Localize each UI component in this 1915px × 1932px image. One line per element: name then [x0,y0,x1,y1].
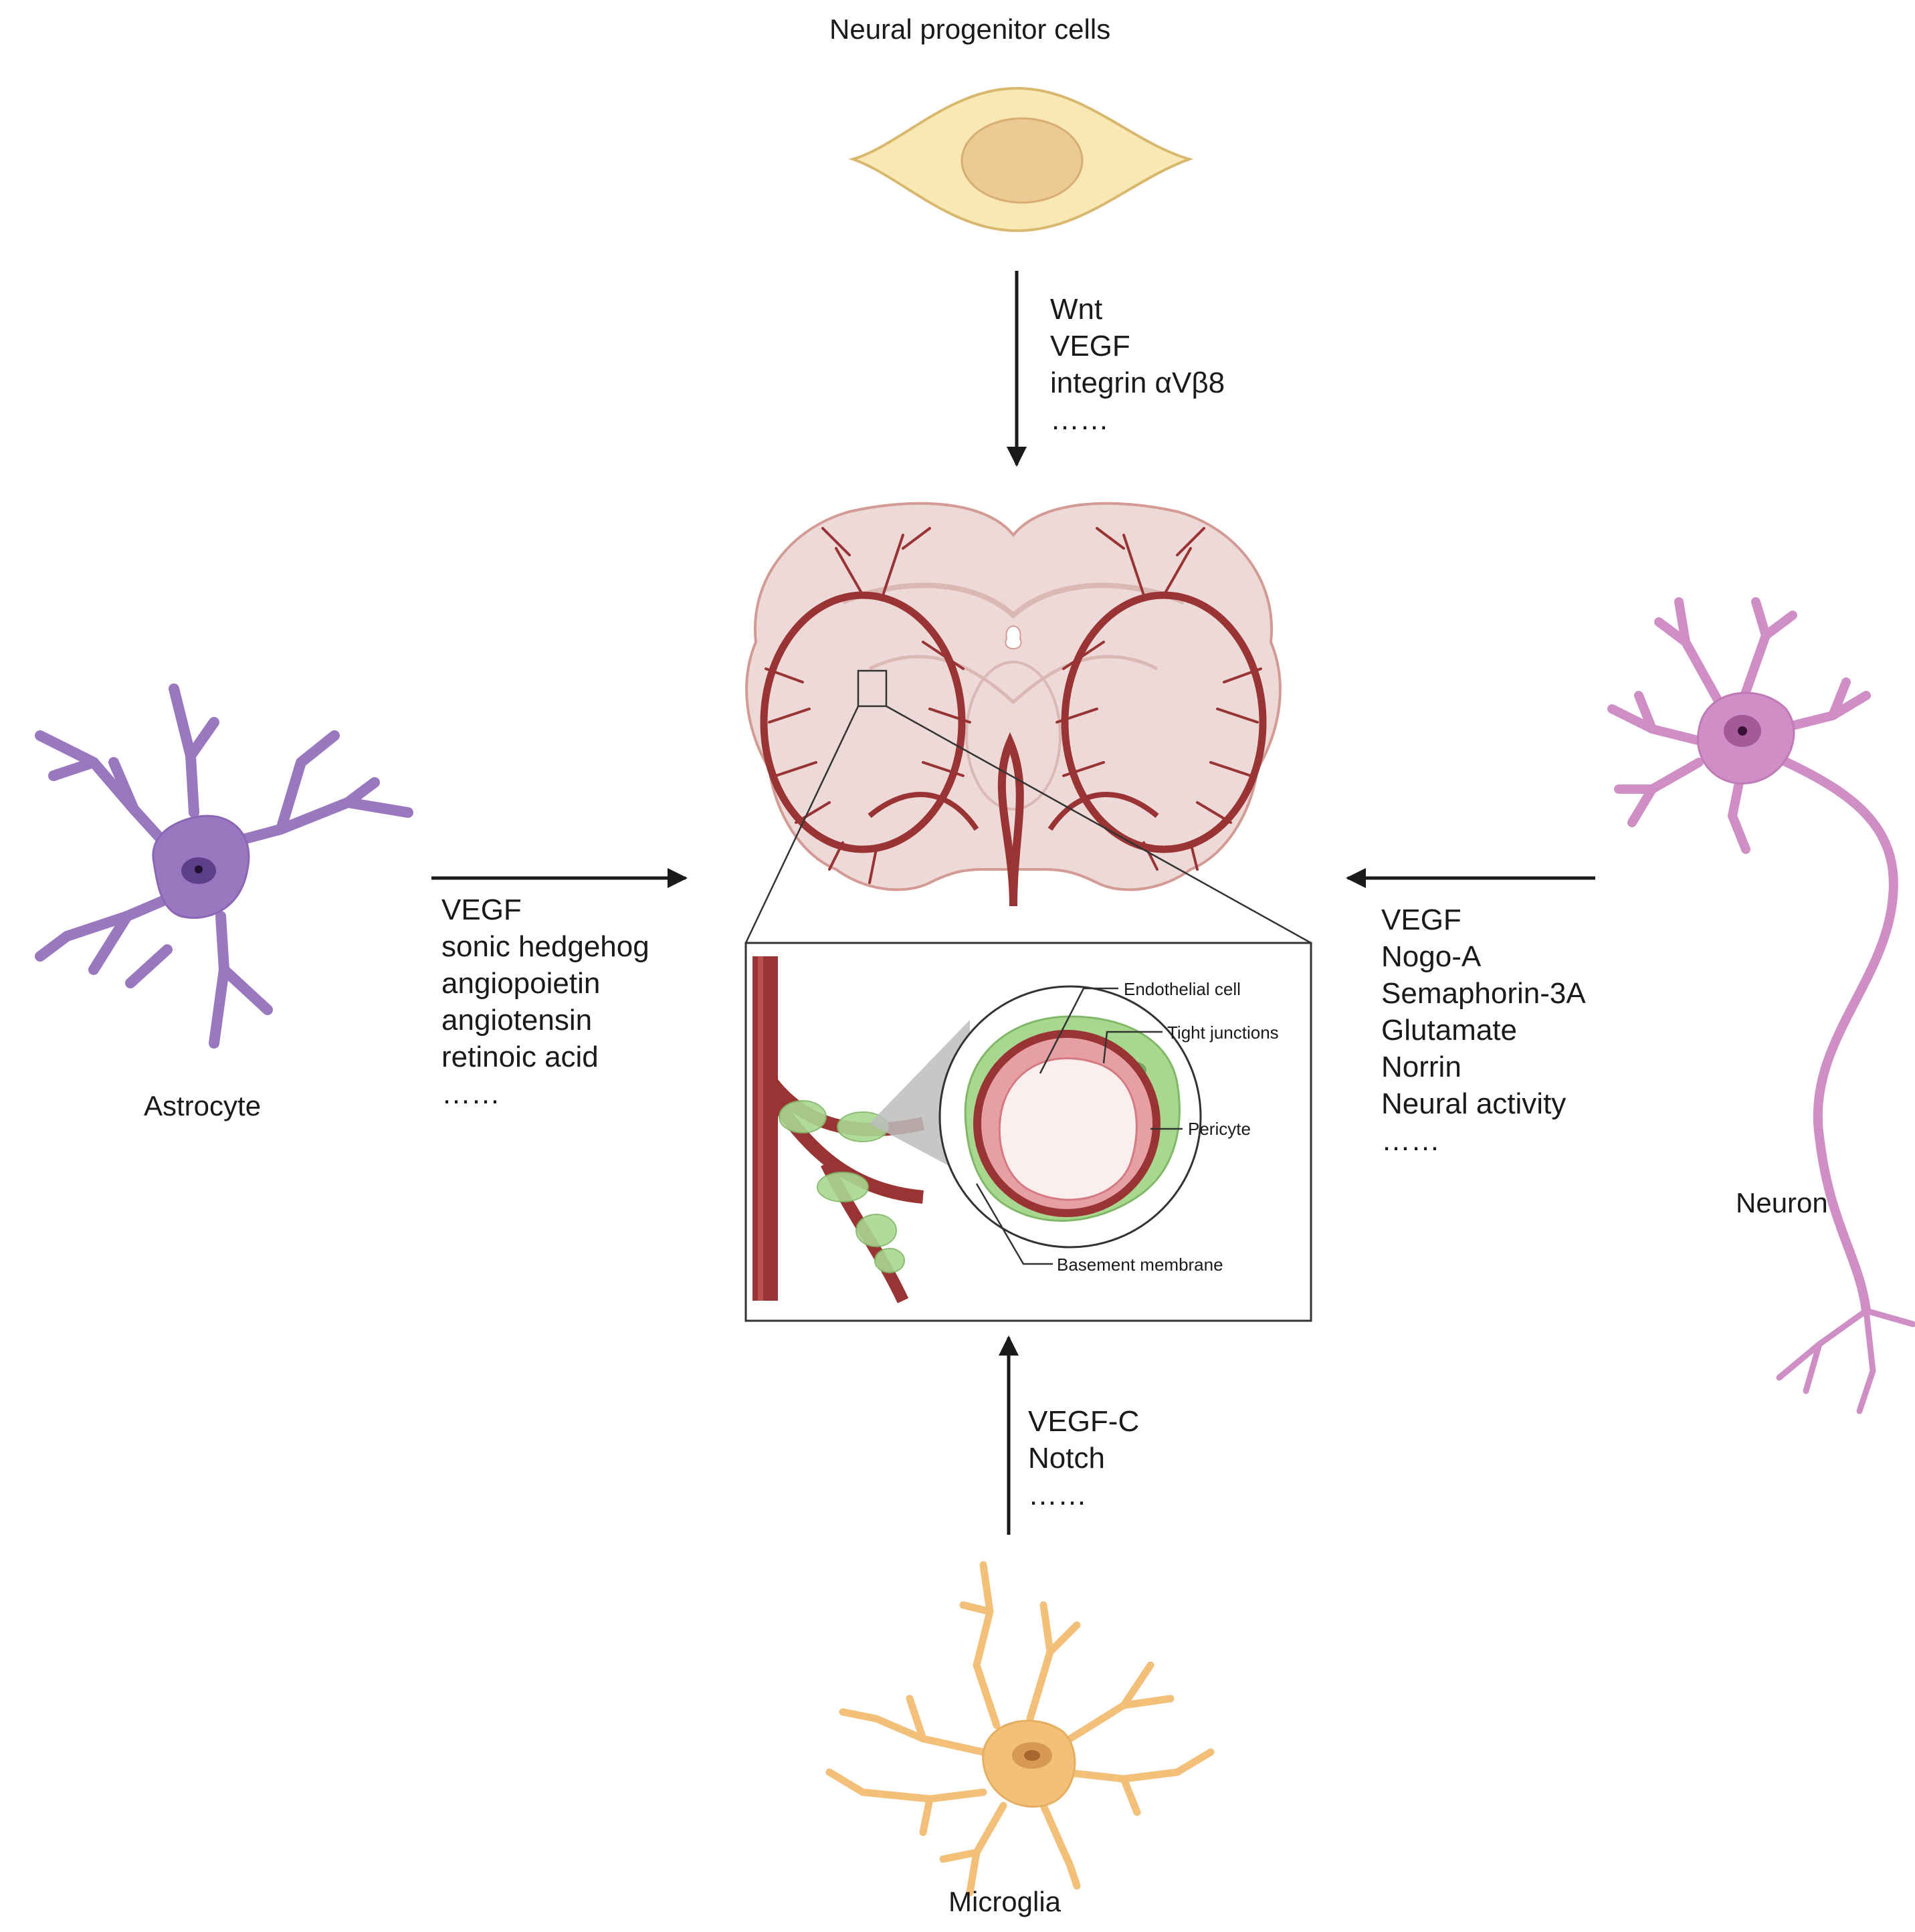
factor-item: angiopoietin [441,967,601,1000]
factor-item: VEGF-C [1028,1405,1140,1438]
factor-item: …… [1028,1479,1087,1511]
factor-item: VEGF [1050,330,1130,362]
progenitor-factor-list: Wnt VEGF integrin αVβ8 …… [1050,291,1225,438]
factor-item: angiotensin [441,1004,593,1037]
vessel-inset [744,942,1312,1322]
brain-section-icon [745,502,1282,907]
factor-item: retinoic acid [441,1041,599,1073]
label-basement-membrane: Basement membrane [1057,1255,1223,1275]
label-tight-junctions: Tight junctions [1167,1023,1279,1043]
label-endothelial-cell: Endothelial cell [1124,979,1241,999]
astrocyte-factor-list: VEGF sonic hedgehog angiopoietin angiote… [441,891,649,1112]
factor-item: …… [1381,1124,1440,1157]
astrocyte-label: Astrocyte [144,1090,262,1121]
factor-item: Wnt [1050,293,1103,326]
factor-item: Norrin [1381,1051,1462,1083]
neuron-label: Neuron [1736,1187,1828,1218]
factor-item: …… [441,1077,500,1110]
label-pericyte: Pericyte [1188,1119,1251,1139]
progenitor-cell-icon [848,86,1194,233]
progenitor-cells-label: Neural progenitor cells [829,13,1111,45]
microglia-label: Microglia [948,1886,1062,1917]
factor-item: Notch [1028,1442,1105,1475]
neuron-icon [1607,597,1915,1414]
factor-item: …… [1050,403,1109,436]
factor-item: Nogo-A [1381,940,1482,973]
factor-item: sonic hedgehog [441,930,649,963]
astrocyte-icon [35,683,413,1049]
factor-item: Semaphorin-3A [1381,977,1586,1010]
factor-item: integrin αVβ8 [1050,366,1225,399]
neuron-factor-list: VEGF Nogo-A Semaphorin-3A Glutamate Norr… [1381,901,1586,1159]
microglia-icon [825,1561,1215,1897]
factor-item: VEGF [1381,903,1462,936]
microglia-factor-list: VEGF-C Notch …… [1028,1403,1139,1513]
factor-item: Neural activity [1381,1087,1567,1120]
factor-item: Glutamate [1381,1014,1517,1047]
factor-item: VEGF [441,893,522,926]
